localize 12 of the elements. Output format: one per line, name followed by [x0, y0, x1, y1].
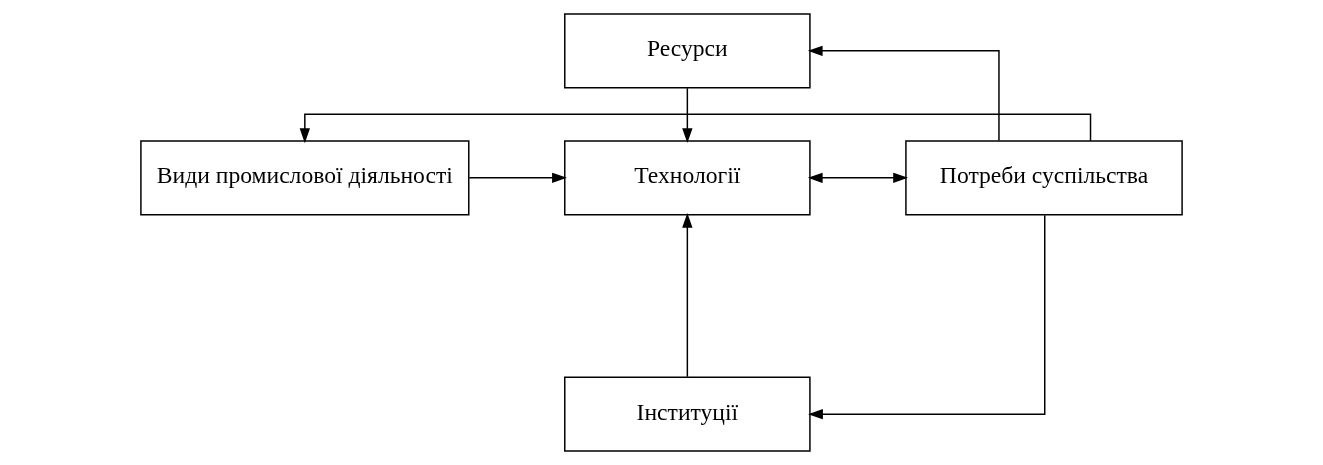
node-box: Потреби суспільства [905, 140, 1183, 216]
node-box: Інституції [564, 376, 811, 452]
arrow [468, 172, 567, 184]
node-box: Технології [564, 140, 811, 216]
arrow [807, 45, 1000, 142]
arrow [299, 113, 1092, 144]
arrow [682, 212, 693, 378]
node-box: Види промислової діяльності [140, 140, 470, 216]
arrow [807, 172, 908, 184]
arrow [808, 214, 1046, 420]
arrow [682, 87, 693, 143]
node-box: Ресурси [564, 13, 811, 89]
